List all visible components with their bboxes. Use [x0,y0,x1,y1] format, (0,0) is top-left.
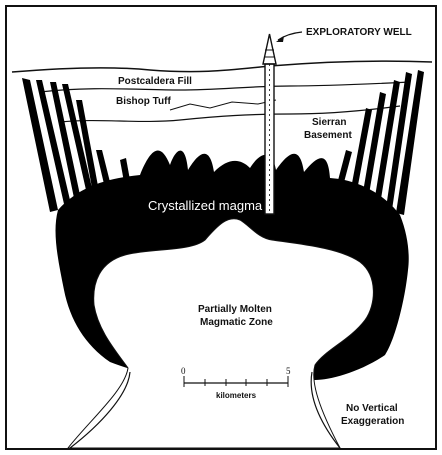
scale-start-label: 0 [181,366,186,376]
bishop-tuff-base-line [60,106,400,122]
well-derrick-icon [263,34,276,64]
exploratory-well [263,34,276,214]
ground-surface-line [12,61,432,72]
scale-unit-label: kilometers [216,391,257,400]
scale-end-label: 5 [286,366,291,376]
label-exploratory-well: EXPLORATORY WELL [306,27,412,38]
label-partially-molten: Partially Molten [198,304,272,315]
label-magmatic-zone: Magmatic Zone [200,317,273,328]
label-bishop-tuff: Bishop Tuff [116,96,171,107]
label-basement: Basement [304,130,352,141]
label-crystallized-magma: Crystallized magma [148,198,263,213]
label-sierran: Sierran [312,117,346,128]
label-postcaldera-fill: Postcaldera Fill [118,76,192,87]
label-no-vertical: No Vertical [346,403,398,414]
postcaldera-fill-base-line [40,82,410,92]
tuff-fracture-line [170,100,276,110]
label-exaggeration: Exaggeration [341,416,404,427]
